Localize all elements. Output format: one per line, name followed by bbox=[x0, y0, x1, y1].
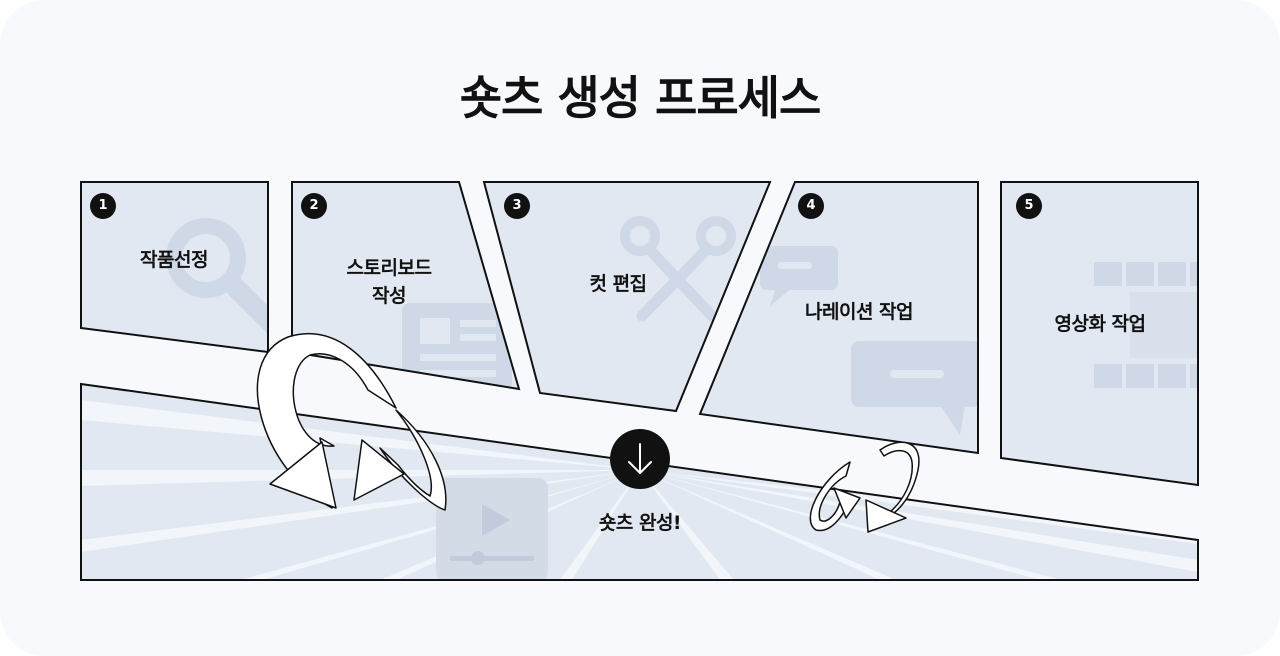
speech-bubble-icon bbox=[760, 246, 978, 435]
step-label-1: 작품선정 bbox=[140, 249, 208, 271]
rotate-arrows-right-icon bbox=[809, 441, 920, 533]
step-panel-3 bbox=[482, 181, 772, 413]
scissors-icon bbox=[620, 216, 736, 322]
step-panel-4 bbox=[698, 181, 979, 455]
step-panel-5 bbox=[1000, 181, 1199, 487]
video-player-icon bbox=[436, 478, 548, 580]
result-label: 숏츠 완성! bbox=[598, 512, 682, 534]
step-label-3: 컷 편집 bbox=[589, 273, 647, 295]
arrow-down-icon bbox=[610, 429, 670, 489]
rotate-arrows-left-icon bbox=[256, 332, 447, 511]
step-badge-5: 5 bbox=[1016, 193, 1042, 219]
burst-rays bbox=[81, 400, 1198, 580]
step-label-5: 영상화 작업 bbox=[1054, 313, 1146, 335]
step-panel-2 bbox=[291, 181, 521, 391]
step-label-2: 스토리보드 작성 bbox=[346, 257, 432, 307]
step-label-4: 나레이션 작업 bbox=[805, 301, 914, 323]
step-badge-2: 2 bbox=[301, 193, 327, 219]
storyboard-icon bbox=[402, 303, 512, 389]
step-panel-1 bbox=[80, 181, 269, 354]
step-badge-1: 1 bbox=[90, 193, 116, 219]
step-badge-3: 3 bbox=[504, 193, 530, 219]
film-strip-icon bbox=[1094, 262, 1198, 388]
step-badge-4: 4 bbox=[798, 193, 824, 219]
diagram-title: 숏츠 생성 프로세스 bbox=[459, 71, 822, 125]
